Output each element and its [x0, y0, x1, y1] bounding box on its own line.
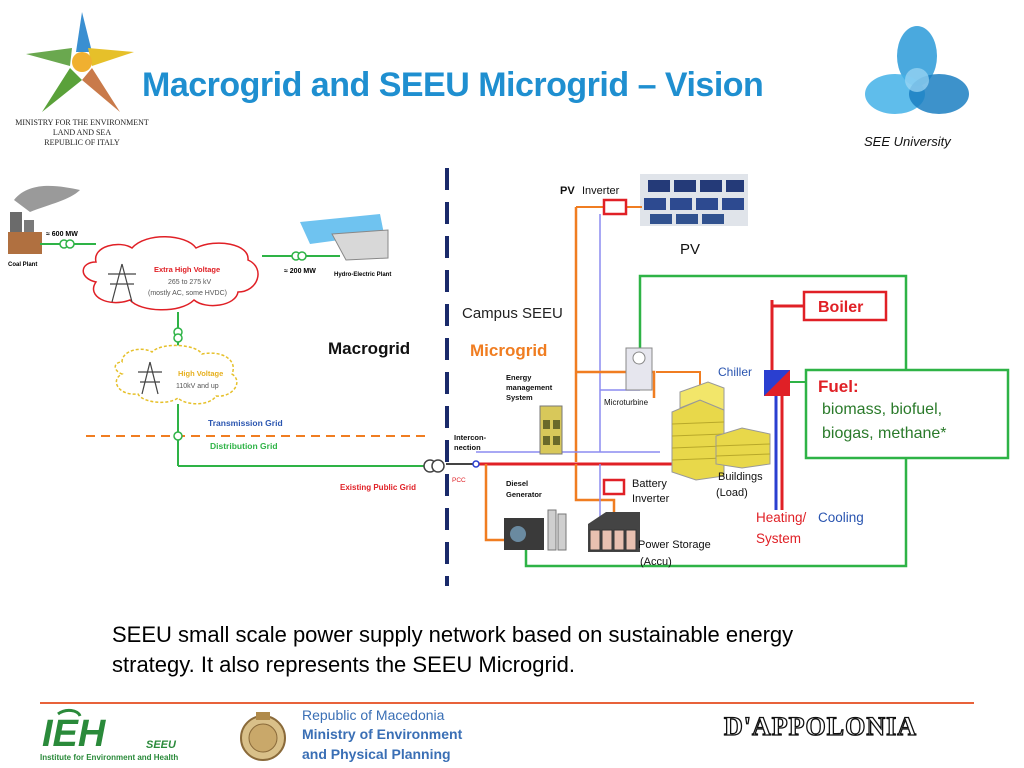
microturbine-icon: [625, 347, 653, 391]
see-university-logo: [865, 26, 969, 114]
diesel-label-1: Diesel: [506, 479, 528, 488]
battery-inverter-label-1: Battery: [632, 478, 667, 490]
ehv-note: (mostly AC, some HVDC): [148, 290, 227, 297]
hv-title: High Voltage: [178, 369, 223, 378]
pv-inverter-a: PV: [560, 185, 575, 197]
fuel-line-1: biomass, biofuel,: [822, 401, 942, 418]
campus-label: Campus SEEU: [462, 305, 563, 322]
interconnection-label-2: nection: [454, 443, 481, 452]
transmission-grid-label: Transmission Grid: [208, 418, 283, 428]
pv-panels-icon: [640, 174, 748, 226]
battery-inverter-label-2: Inverter: [632, 493, 670, 505]
pcc-label: PCC: [452, 477, 466, 484]
macedonia-coat-of-arms: [240, 712, 286, 761]
interconnection-label-1: Intercon-: [454, 433, 487, 442]
page-title: Macrogrid and SEEU Microgrid – Vision: [142, 66, 764, 104]
ieh-logo: IEH SEEU: [42, 708, 177, 754]
ems-label-2: management: [506, 383, 553, 392]
accu-label: (Accu): [640, 556, 672, 568]
fuel-line-2: biogas, methane*: [822, 425, 947, 442]
rom-line-1: Republic of Macedonia: [302, 707, 445, 723]
ehv-tower-icon: [108, 263, 136, 303]
macrogrid-label: Macrogrid: [328, 339, 410, 358]
microturbine-label: Microturbine: [604, 398, 649, 407]
hv-tower-icon: [138, 361, 162, 395]
ems-label-1: Energy: [506, 373, 532, 382]
chiller-label: Chiller: [718, 365, 752, 379]
pv-inverter-box: [602, 198, 628, 216]
diesel-label-2: Generator: [506, 490, 542, 499]
rom-line-3: and Physical Planning: [302, 746, 451, 762]
battery-inverter-box: [602, 478, 626, 496]
hydro-mw-label: ≈ 200 MW: [284, 268, 316, 275]
dappolonia-logo: D'APPOLONIA: [723, 711, 917, 741]
hv-range: 110kV and up: [176, 383, 219, 390]
caption-line-2: strategy. It also represents the SEEU Mi…: [112, 652, 575, 677]
existing-public-grid-label: Existing Public Grid: [340, 483, 416, 492]
diesel-generator-icon: [504, 509, 567, 551]
boiler-label: Boiler: [818, 299, 863, 316]
boiler-box: [802, 290, 888, 322]
buildings-icon: [671, 381, 771, 481]
ems-label-3: System: [506, 393, 533, 402]
italy-ministry-caption: MINISTRY FOR THE ENVIRONMENT LAND AND SE…: [15, 118, 149, 147]
distribution-grid-label: Distribution Grid: [210, 441, 278, 451]
power-storage-label: Power Storage: [638, 539, 711, 551]
ehv-title: Extra High Voltage: [154, 265, 220, 274]
battery-bank-icon: [588, 512, 640, 552]
coal-plant-label: Coal Plant: [8, 262, 37, 268]
rom-line-2: Ministry of Environment: [302, 726, 463, 742]
interconnection-switch-icon: [472, 460, 480, 468]
coal-mw-label: ≈ 600 MW: [46, 231, 78, 238]
see-university-label: SEE University: [864, 134, 951, 149]
svg-text:SEEU: SEEU: [146, 739, 177, 751]
microgrid-label: Microgrid: [470, 341, 547, 360]
hydro-plant-label: Hydro-Electric Plant: [334, 272, 391, 278]
caption-line-1: SEEU small scale power supply network ba…: [112, 622, 794, 647]
fuel-box: [804, 368, 1010, 460]
microgrid-diagram: Coal Plant ≈ 600 MW Hydro-Electric Plant…: [8, 168, 1010, 586]
svg-text:IEH: IEH: [42, 713, 107, 754]
buildings-label-1: Buildings: [718, 471, 763, 483]
ehv-cloud: [82, 236, 259, 311]
pv-label: PV: [680, 241, 700, 258]
italy-ministry-logo: [26, 12, 134, 112]
hv-cloud: [114, 344, 238, 405]
buildings-label-2: (Load): [716, 487, 748, 499]
caption: SEEU small scale power supply network ba…: [112, 620, 932, 680]
ieh-subtitle: Institute for Environment and Health: [40, 753, 179, 762]
coal-plant-icon: [8, 185, 80, 254]
hydro-plant-icon: [300, 214, 389, 261]
footer-divider: [40, 702, 974, 704]
fuel-title: Fuel:: [818, 377, 859, 396]
cooling-label: Cooling: [818, 510, 864, 525]
system-label: System: [756, 531, 801, 546]
pv-inverter-b: Inverter: [582, 185, 620, 197]
heating-label: Heating/: [756, 510, 807, 525]
ehv-range: 265 to 275 kV: [168, 279, 212, 286]
ems-cabinet-icon: [539, 405, 563, 455]
